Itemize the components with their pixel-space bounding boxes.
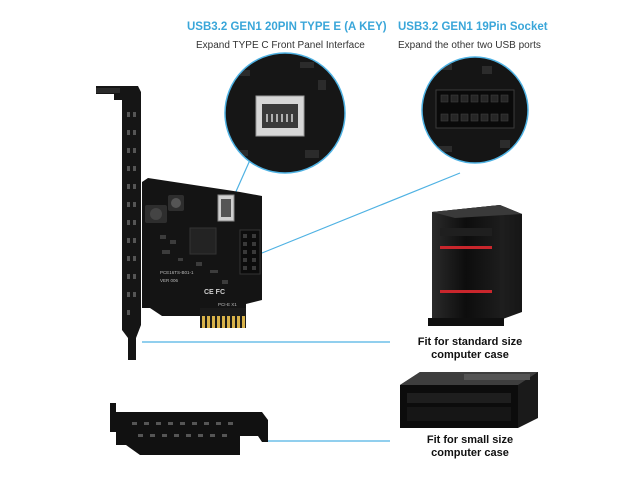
right-callout-line	[261, 172, 461, 254]
right-callout-subtitle: Expand the other two USB ports	[398, 40, 541, 51]
pcb-version-mark: VER 006	[160, 278, 179, 283]
small-case-bay	[407, 393, 511, 403]
pcb-slot-mark: PCI-E X1	[218, 302, 237, 307]
standard-case-caption-line1: Fit for standard size	[417, 336, 523, 348]
standard-case-caption: Fit for standard size computer case	[405, 336, 535, 362]
gold-fingers	[202, 316, 245, 328]
pcb-cert-mark: CE FC	[204, 289, 225, 296]
pcie-card: PCE16TS-B01-1 VER 006 CE FC PCI-E X1	[142, 178, 262, 328]
board-19pin-header	[239, 229, 261, 275]
small-case-caption-line1: Fit for small size	[426, 434, 514, 446]
small-case	[400, 372, 538, 428]
callout-lines	[142, 159, 461, 442]
controller-chip	[189, 227, 217, 255]
full-height-bracket	[96, 86, 141, 360]
left-callout-title: USB3.2 GEN1 20PIN TYPE E (A KEY)	[187, 21, 387, 33]
pcb-model-mark: PCE16TS-B01-1	[160, 270, 194, 275]
red-accent-stripe-lower	[440, 290, 492, 293]
standard-case-caption-line2: computer case	[431, 349, 509, 361]
small-case-caption: Fit for small size computer case	[410, 434, 530, 460]
small-case-caption-line2: computer case	[431, 447, 509, 459]
right-callout-title: USB3.2 GEN1 19Pin Socket	[398, 21, 548, 33]
left-callout-subtitle: Expand TYPE C Front Panel Interface	[196, 40, 365, 51]
type-e-zoom-circle	[224, 52, 346, 174]
red-accent-stripe	[440, 246, 492, 249]
19pin-zoom-circle	[421, 56, 529, 164]
tower-case	[428, 205, 522, 326]
drive-bay	[440, 228, 492, 236]
low-profile-bracket	[110, 403, 268, 455]
